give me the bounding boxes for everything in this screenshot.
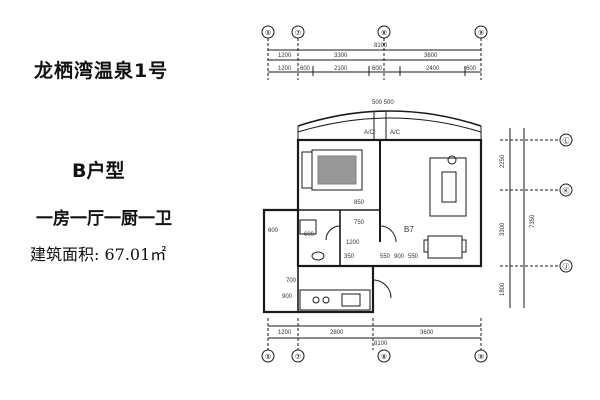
small-dim-5: 700 (286, 278, 297, 284)
kitchen-counter (299, 289, 371, 311)
dim-right-2: 3300 (500, 222, 506, 236)
dim-bottom-r1-1: 1200 (278, 330, 292, 336)
building-area-label: 建筑面积: 67.01㎡ (30, 245, 167, 264)
axis-right-3: Ⓙ (563, 263, 570, 271)
small-dim-6: 900 (282, 294, 293, 300)
dim-top-r2-5: 2400 (426, 66, 440, 72)
axis-top-2: ⑦ (295, 29, 301, 37)
unit-type-label: B户型 (72, 160, 125, 182)
inner-dim-3: 550 (380, 254, 391, 260)
dim-top-r2-6: 600 (466, 66, 477, 72)
small-dim-3: 600 (304, 232, 315, 238)
axis-bottom-1: ⑤ (265, 353, 271, 361)
small-dim-2: 1200 (346, 240, 360, 246)
inner-dim-4: 900 (394, 254, 405, 260)
main-walls (296, 138, 483, 268)
washbasin (299, 219, 317, 235)
lower-walls (262, 208, 375, 314)
ac-label-2: A/C (390, 130, 401, 136)
axis-right-1: Ⓛ (563, 137, 570, 145)
dim-bottom-r1-3: 3600 (420, 330, 434, 336)
dim-top-r2-1: 1200 (278, 66, 292, 72)
dim-top-r1-1: 1200 (278, 53, 292, 59)
axis-bottom-2: ⑦ (295, 353, 301, 361)
inner-dim-1: 850 (354, 200, 365, 206)
sofa (429, 157, 467, 217)
dim-top-r1-2: 3300 (334, 53, 348, 59)
dim-top-r1-3: 3600 (424, 53, 438, 59)
grid-bubble-bottom-3 (377, 349, 391, 363)
axis-bottom-3: ⑧ (381, 353, 387, 361)
dim-bottom-total: 8100 (374, 341, 388, 347)
project-title: 龙栖湾温泉1号 (34, 60, 169, 82)
axis-right-2: Ⓚ (563, 187, 570, 195)
balcony-arc (297, 110, 482, 127)
axis-top-3: ⑧ (381, 29, 387, 37)
axis-bottom-4: ⑨ (478, 353, 484, 361)
toilet (311, 251, 325, 261)
inner-dim-2: 750 (354, 220, 365, 226)
small-dim-1: 350 (344, 254, 355, 260)
ac-label-1: A/C (364, 130, 375, 136)
dim-top-r2-3: 2100 (334, 66, 348, 72)
layout-description: 一房一厅一厨一卫 (36, 209, 172, 229)
axis-top-4: ⑨ (478, 29, 484, 37)
dim-top-r2-2: 600 (300, 66, 311, 72)
grid-bubble-right-3 (559, 259, 573, 273)
balcony-dims: 500 500 (372, 100, 394, 106)
dim-right-total: 7350 (530, 214, 536, 228)
dim-top-total: 8100 (374, 43, 388, 49)
dim-bottom-r1-2: 2800 (330, 330, 344, 336)
room-tag: B7 (404, 225, 414, 234)
small-dim-4: 600 (268, 228, 279, 234)
axis-top-1: ⑤ (265, 29, 271, 37)
grid-bubble-right-2 (559, 183, 573, 197)
grid-bubble-right-1 (559, 133, 573, 147)
dim-right-1: 2250 (500, 154, 506, 168)
dim-top-r2-4: 600 (372, 66, 383, 72)
dining-table (427, 235, 463, 259)
dim-right-3: 1800 (500, 282, 506, 296)
inner-dim-5: 550 (408, 254, 419, 260)
